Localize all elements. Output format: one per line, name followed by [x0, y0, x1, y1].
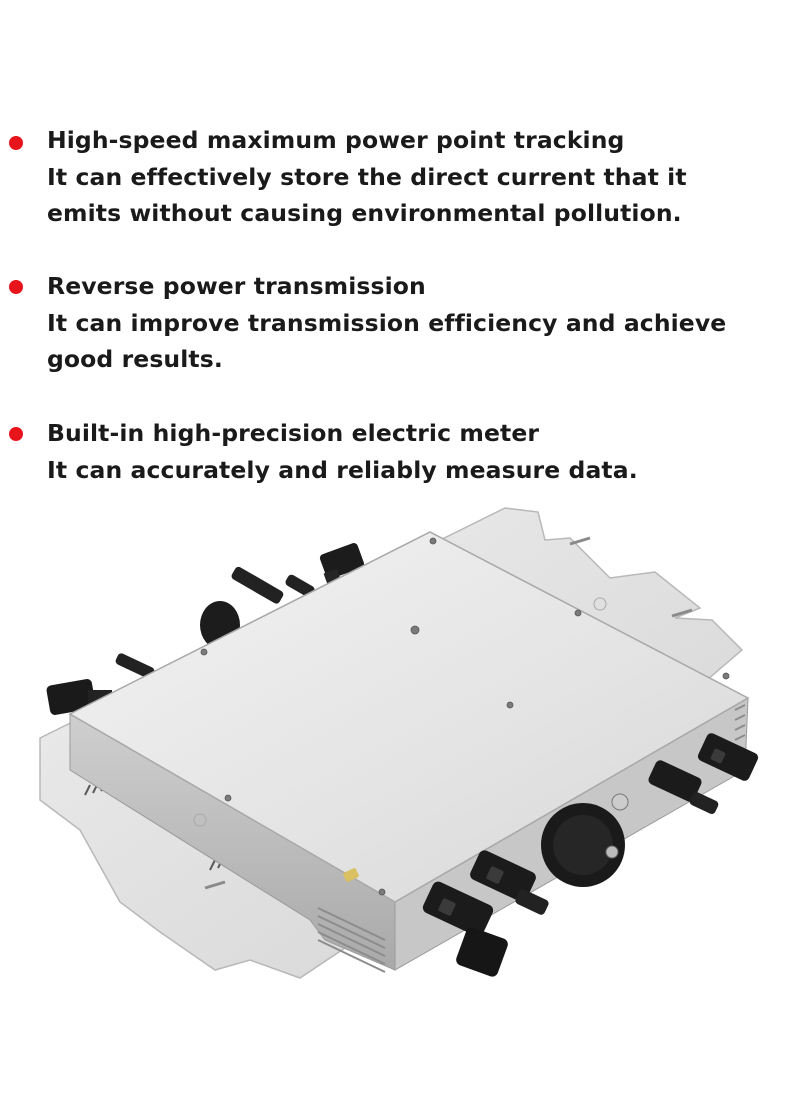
front-connectors [422, 733, 759, 977]
feature-title: High-speed maximum power point tracking [47, 126, 625, 154]
feature-description: It can accurately and reliably measure d… [47, 455, 638, 484]
feature-title: Reverse power transmission [47, 272, 426, 300]
cooling-fins [317, 704, 746, 973]
feature-title: Built-in high-precision electric meter [47, 419, 540, 447]
feature-description: It can improve transmission efficiency a… [47, 308, 727, 374]
housing-screws [200, 537, 730, 896]
feature-description: It can effectively store the direct curr… [47, 162, 687, 228]
bullet-icon [9, 280, 23, 294]
bullet-icon [9, 136, 23, 150]
bullet-icon [9, 427, 23, 441]
micro-inverter-image [39, 507, 759, 979]
